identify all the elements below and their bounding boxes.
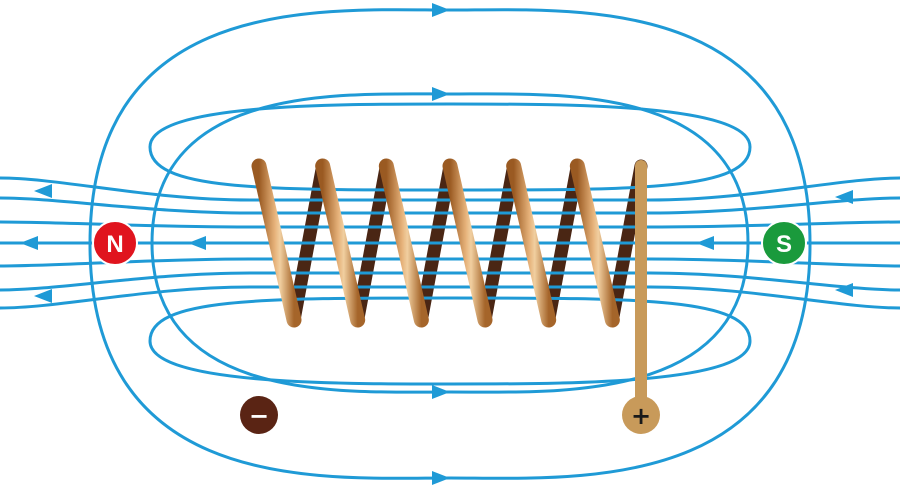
field-direction-arrow [432, 87, 450, 101]
field-direction-arrow [835, 283, 853, 297]
field-direction-arrow [835, 190, 853, 204]
field-direction-arrow [20, 236, 38, 250]
coil-front-segment [506, 158, 557, 328]
negative-terminal: − [240, 396, 278, 434]
field-line-through-core [0, 271, 900, 292]
field-line-through-core [0, 257, 900, 268]
field-loop-near-core [148, 102, 752, 192]
north-pole-marker: N [92, 220, 138, 266]
field-direction-arrow [34, 184, 52, 198]
field-line-through-core [0, 220, 900, 229]
field-direction-arrow [34, 289, 52, 303]
north-pole-circle [92, 220, 138, 266]
south-pole-label: S [776, 231, 792, 258]
field-line-through-core [0, 285, 900, 310]
field-line-through-core [0, 196, 900, 215]
north-pole-label: N [106, 231, 123, 258]
coil-front-segment [315, 158, 366, 328]
magnetic-field-lines [0, 3, 900, 485]
south-pole-marker: S [761, 220, 807, 266]
coil-front-segment [378, 158, 429, 328]
positive-terminal: + [622, 396, 660, 434]
negative-terminal-circle [240, 396, 278, 434]
field-direction-arrow [432, 471, 450, 485]
negative-terminal-label: − [249, 402, 269, 430]
field-direction-arrow [188, 236, 206, 250]
coil-front-segment [569, 158, 620, 328]
field-direction-arrow [696, 236, 714, 250]
positive-terminal-label: + [631, 402, 651, 430]
field-direction-arrow [432, 3, 450, 17]
coil-front-segments [251, 158, 620, 328]
south-pole-circle [761, 220, 807, 266]
coil-front-segment [442, 158, 493, 328]
field-direction-arrow [432, 385, 450, 399]
field-line-through-core [0, 176, 900, 202]
positive-terminal-circle [622, 396, 660, 434]
